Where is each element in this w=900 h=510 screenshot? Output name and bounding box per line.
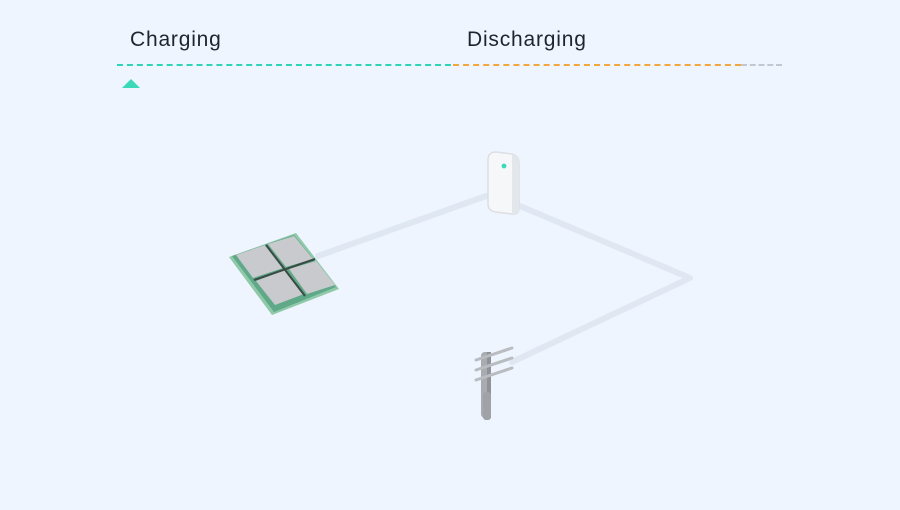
phase-timeline [117,64,782,68]
wire-battery-to-pole [509,203,693,365]
wire-solar-to-battery [315,193,489,259]
idle-segment [741,64,782,66]
solar-panel-icon [229,233,339,315]
battery-status-led [501,163,507,169]
charging-segment [117,64,451,66]
discharging-label: Discharging [467,28,587,51]
phase-marker-icon [122,79,140,88]
battery-icon [487,151,520,215]
discharging-segment [453,64,741,66]
connection-wires [315,193,693,365]
charging-label: Charging [130,28,222,51]
utility-pole-icon [474,346,514,420]
